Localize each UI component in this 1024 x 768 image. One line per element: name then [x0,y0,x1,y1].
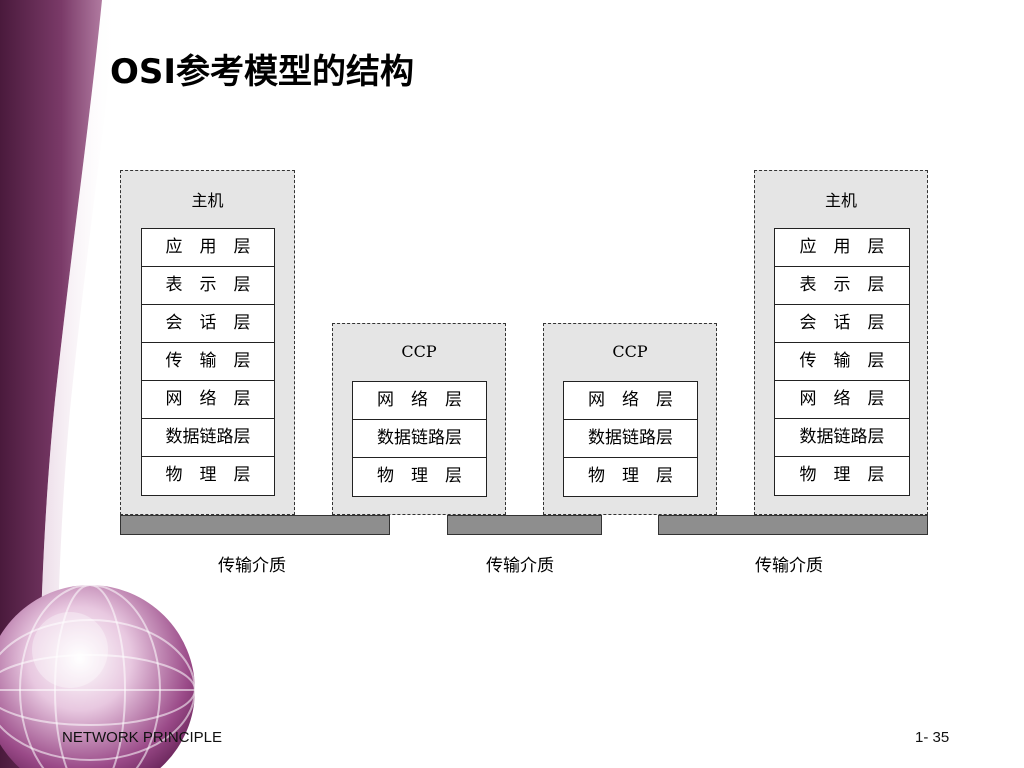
footer-page-number: 1- 35 [915,729,950,746]
layer-presentation: 表 示 层 [775,267,909,305]
transmission-medium-bar-1 [120,515,390,535]
host-right-label: 主机 [824,191,857,210]
layer-data-link: 数据链路层 [775,419,909,457]
host-left-box: 主机 应 用 层 表 示 层 会 话 层 传 输 层 网 络 层 数据链路层 物… [120,170,295,515]
layer-data-link: 数据链路层 [142,419,274,457]
transmission-medium-label-3: 传输介质 [755,556,823,576]
layer-presentation: 表 示 层 [142,267,274,305]
layer-network: 网 络 层 [775,381,909,419]
layer-physical: 物 理 层 [165,465,251,485]
layer-network: 网 络 层 [564,382,697,420]
layer-application: 应 用 层 [142,229,274,267]
layer-data-link: 数据链路层 [564,420,697,458]
layer-physical: 物 理 层 [799,465,885,485]
transmission-medium-label-2: 传输介质 [486,556,554,576]
layer-session: 会 话 层 [142,305,274,343]
layer-physical: 物 理 层 [377,466,462,486]
ccp-2-layer-stack: 网 络 层 数据链路层 物 理 层 [563,381,698,497]
ccp-2-label: CCP [612,342,648,361]
layer-transport: 传 输 层 [775,343,909,381]
slide-title: OSI参考模型的结构 [110,52,415,92]
ccp-1-box: CCP 网 络 层 数据链路层 物 理 层 [332,323,506,515]
layer-physical: 物 理 层 [588,466,673,486]
layer-session: 会 话 层 [775,305,909,343]
ccp-1-label: CCP [401,342,437,361]
ccp-2-box: CCP 网 络 层 数据链路层 物 理 层 [543,323,717,515]
transmission-medium-bar-3 [658,515,928,535]
layer-network: 网 络 层 [353,382,486,420]
layer-application: 应 用 层 [775,229,909,267]
host-left-layer-stack: 应 用 层 表 示 层 会 话 层 传 输 层 网 络 层 数据链路层 物 理 … [141,228,275,496]
host-left-label: 主机 [191,191,224,210]
transmission-medium-bar-2 [447,515,602,535]
host-right-box: 主机 应 用 层 表 示 层 会 话 层 传 输 层 网 络 层 数据链路层 物… [754,170,928,515]
ccp-1-layer-stack: 网 络 层 数据链路层 物 理 层 [352,381,487,497]
footer-course-name: NETWORK PRINCIPLE [62,729,223,746]
layer-network: 网 络 层 [142,381,274,419]
layer-data-link: 数据链路层 [353,420,486,458]
globe-icon [0,584,196,768]
host-right-layer-stack: 应 用 层 表 示 层 会 话 层 传 输 层 网 络 层 数据链路层 物 理 … [774,228,910,496]
transmission-medium-label-1: 传输介质 [218,556,286,576]
layer-transport: 传 输 层 [142,343,274,381]
